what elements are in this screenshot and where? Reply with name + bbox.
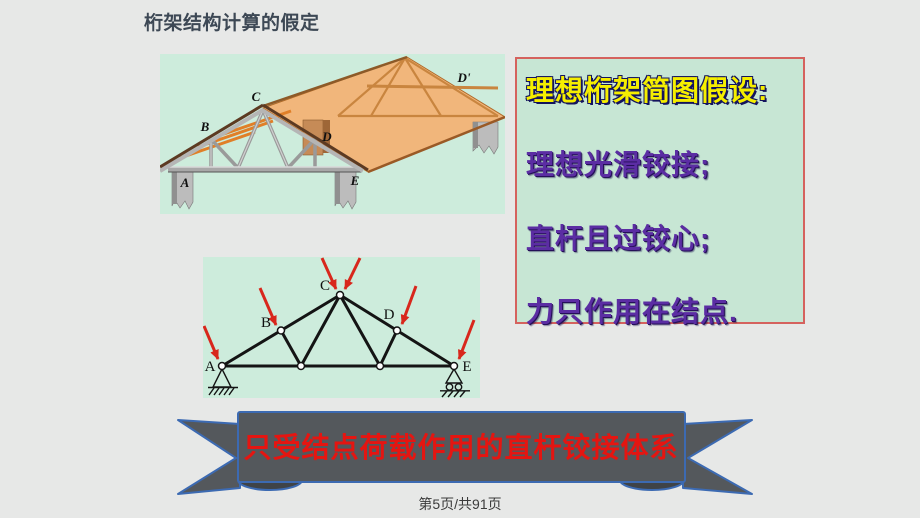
assumption-item-3: 力只作用在结点. — [526, 296, 738, 327]
assumption-item-1: 理想光滑铰接; — [526, 149, 711, 180]
label-c: C — [252, 89, 261, 104]
eave-edge — [367, 115, 505, 174]
load-arrow-a — [203, 325, 220, 360]
page-number-indicator: 第5页/共91页 — [418, 496, 502, 512]
truss-joints — [217, 290, 459, 371]
pier-front-left — [171, 170, 194, 210]
load-arrows — [203, 257, 476, 360]
label-e: E — [350, 173, 360, 188]
labels-3d: A B C D D' E — [180, 70, 471, 190]
node-label-b: B — [261, 315, 271, 331]
load-arrow-e — [457, 319, 476, 360]
label-d-prime: D' — [457, 70, 471, 85]
assumption-item-2: 直杆且过铰心; — [526, 223, 711, 254]
node-label-e: E — [462, 359, 471, 375]
front-truss — [160, 103, 505, 174]
label-d: D — [321, 129, 332, 144]
label-b: B — [200, 119, 210, 134]
load-arrow-d — [400, 285, 418, 325]
page-title: 桁架结构计算的假定 — [144, 13, 320, 34]
ribbon-tail-right — [682, 419, 753, 495]
pier-back-right — [472, 121, 499, 155]
right-top-chord — [260, 108, 365, 173]
ribbon-tail-left — [177, 419, 241, 495]
right-fascia-board — [262, 103, 369, 172]
conclusion-banner: 只受结点荷载作用的直杆铰接体系 — [177, 411, 753, 495]
banner-text: 只受结点荷载作用的直杆铰接体系 — [243, 431, 678, 463]
roof-truss-3d-illustration: A B C D D' E — [160, 54, 505, 214]
truss-2d-diagram: A B C D E — [203, 257, 480, 398]
assumption-heading: 理想桁架简图假设: — [526, 75, 769, 106]
label-a: A — [180, 175, 190, 190]
assumption-box: 理想桁架简图假设: 理想光滑铰接; 直杆且过铰心; 力只作用在结点. — [515, 57, 805, 327]
roller-support-e — [440, 367, 470, 398]
truss-web-highlights — [210, 109, 289, 169]
node-label-c: C — [320, 278, 330, 294]
node-label-d: D — [384, 307, 395, 323]
node-label-a: A — [205, 359, 216, 375]
truss-members — [220, 293, 456, 368]
left-fascia-board — [160, 103, 264, 169]
pier-front-right — [334, 170, 357, 210]
load-arrow-b — [258, 287, 278, 326]
load-arrow-c-right — [343, 257, 362, 290]
ribbon-band — [237, 411, 686, 483]
roof-purlin-strip — [366, 84, 499, 90]
left-top-chord — [160, 108, 265, 173]
roof-ridge — [262, 55, 408, 108]
load-arrow-c-left — [320, 257, 338, 290]
pin-support-a — [208, 367, 238, 396]
labels-2d: A B C D E — [205, 278, 472, 375]
